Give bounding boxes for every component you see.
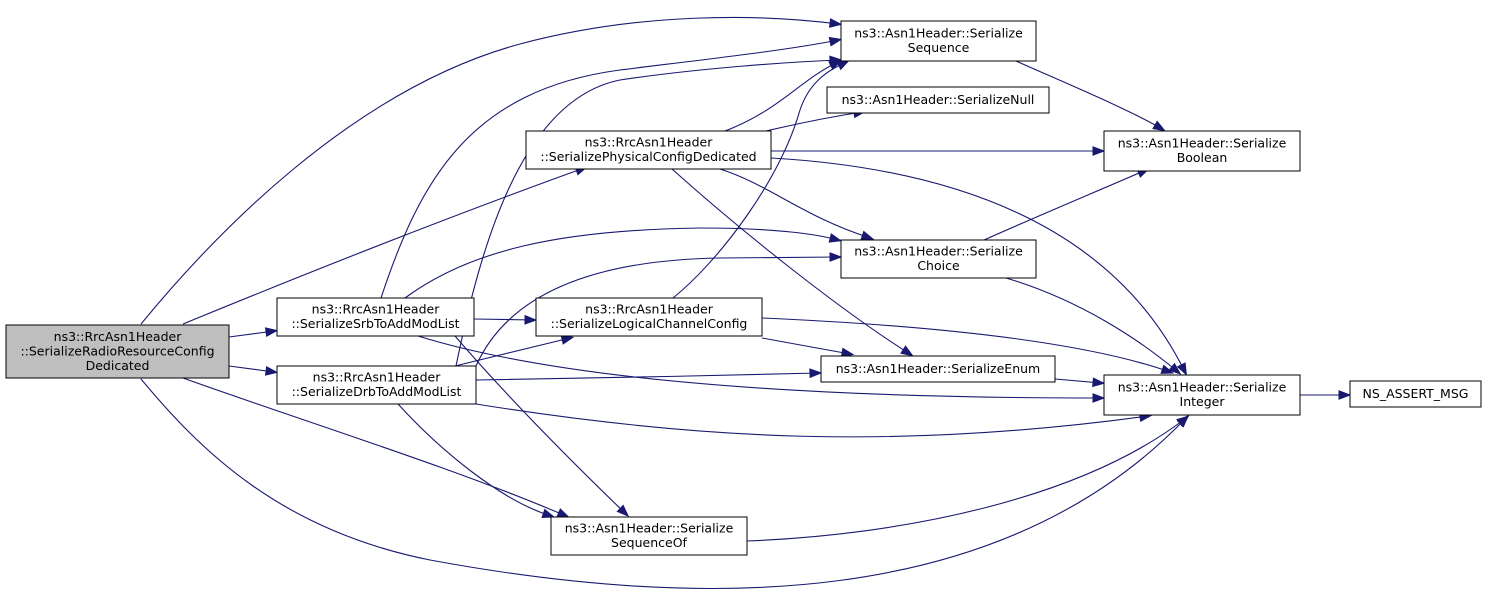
edge-phys-to-int	[770, 157, 1187, 376]
node-drb-box	[276, 365, 477, 405]
node-root-label-line: ns3::RrcAsn1Header	[54, 329, 183, 344]
node-seq-label-line: Sequence	[908, 40, 970, 55]
node-assert-box	[1349, 380, 1482, 408]
node-enum[interactable]: ns3::Asn1Header::SerializeEnum	[820, 355, 1056, 383]
node-bool-box	[1103, 130, 1301, 172]
node-int-label-line: Integer	[1180, 394, 1226, 409]
node-phys-label-line: ::SerializePhysicalConfigDedicated	[540, 149, 756, 164]
node-root-label-line: ::SerializeRadioResourceConfig	[20, 343, 214, 358]
node-null-box	[826, 86, 1050, 114]
node-assert-label-line: NS_ASSERT_MSG	[1363, 386, 1469, 401]
edge-srb-to-choice	[404, 227, 843, 299]
node-int-label-line: ns3::Asn1Header::Serialize	[1118, 380, 1287, 395]
edge-srb-to-seq	[380, 36, 843, 299]
edge-root-to-srb	[228, 327, 279, 338]
node-phys-label-line: ns3::RrcAsn1Header	[585, 135, 714, 150]
edge-drb-to-seqof	[397, 403, 556, 518]
node-drb-label-line: ::SerializeDrbToAddModList	[292, 384, 462, 399]
edge-choice-to-int	[1005, 277, 1182, 375]
node-seq-box	[840, 20, 1037, 62]
edge-srb-to-lcc	[473, 314, 538, 325]
node-phys-box	[525, 130, 772, 170]
node-int-box	[1103, 374, 1301, 416]
call-nodes: ns3::RrcAsn1Header::SerializeRadioResour…	[5, 20, 1482, 556]
edge-drb-to-lcc	[454, 335, 575, 367]
call-edges	[140, 16, 1352, 590]
node-drb-label-line: ns3::RrcAsn1Header	[313, 370, 442, 385]
node-seqof-label-line: ns3::Asn1Header::Serialize	[565, 521, 734, 536]
node-null-label-line: ns3::Asn1Header::SerializeNull	[842, 92, 1035, 107]
edge-root-to-drb	[228, 365, 279, 376]
node-root-box	[5, 324, 230, 379]
edge-enum-to-int	[1054, 377, 1106, 388]
node-choice-box	[840, 239, 1037, 279]
node-lcc-label-line: ::SerializeLogicalChannelConfig	[551, 316, 748, 331]
node-enum-label-line: ns3::Asn1Header::SerializeEnum	[836, 361, 1040, 376]
node-seqof-label-line: SequenceOf	[611, 535, 687, 550]
edge-seqof-to-int	[746, 415, 1190, 542]
node-bool-label-line: ns3::Asn1Header::Serialize	[1118, 136, 1287, 151]
edge-lcc-to-seq	[672, 60, 850, 299]
edge-drb-to-enum	[475, 368, 823, 381]
edge-drb-to-int	[475, 403, 1153, 438]
edge-drb-to-choice	[475, 252, 843, 367]
edge-choice-to-bool	[983, 168, 1151, 241]
edge-phys-to-choice	[719, 168, 875, 240]
node-root[interactable]: ns3::RrcAsn1Header::SerializeRadioResour…	[5, 324, 230, 379]
edge-phys-to-seq	[724, 60, 842, 132]
edge-srb-to-int	[417, 335, 1106, 403]
node-srb-label-line: ns3::RrcAsn1Header	[312, 302, 441, 317]
edge-phys-to-bool	[771, 146, 1106, 156]
edge-srb-to-seqof	[454, 335, 630, 518]
node-lcc[interactable]: ns3::RrcAsn1Header::SerializeLogicalChan…	[535, 297, 763, 337]
node-assert[interactable]: NS_ASSERT_MSG	[1349, 380, 1482, 408]
edge-int-to-assert	[1300, 390, 1352, 400]
node-enum-box	[820, 355, 1056, 383]
node-choice-label-line: Choice	[917, 258, 960, 273]
edge-seq-to-bool	[1015, 60, 1166, 132]
edge-root-to-seq	[140, 16, 843, 325]
node-choice-label-line: ns3::Asn1Header::Serialize	[854, 244, 1023, 259]
node-root-label-line: Dedicated	[86, 358, 150, 373]
node-lcc-label-line: ns3::RrcAsn1Header	[585, 302, 714, 317]
node-bool-label-line: Boolean	[1177, 150, 1228, 165]
edge-phys-to-enum	[671, 168, 914, 357]
node-seq-label-line: ns3::Asn1Header::Serialize	[854, 26, 1023, 41]
node-srb-label-line: ::SerializeSrbToAddModList	[291, 316, 459, 331]
node-drb[interactable]: ns3::RrcAsn1Header::SerializeDrbToAddMod…	[276, 365, 477, 405]
edge-lcc-to-int	[761, 317, 1175, 374]
edge-lcc-to-enum	[761, 337, 855, 358]
node-lcc-box	[535, 297, 763, 337]
node-seqof-box	[550, 516, 748, 556]
node-phys[interactable]: ns3::RrcAsn1Header::SerializePhysicalCon…	[525, 130, 772, 170]
edge-root-to-int	[140, 378, 1190, 590]
node-null[interactable]: ns3::Asn1Header::SerializeNull	[826, 86, 1050, 114]
node-srb[interactable]: ns3::RrcAsn1Header::SerializeSrbToAddMod…	[276, 297, 475, 337]
node-srb-box	[276, 297, 475, 337]
